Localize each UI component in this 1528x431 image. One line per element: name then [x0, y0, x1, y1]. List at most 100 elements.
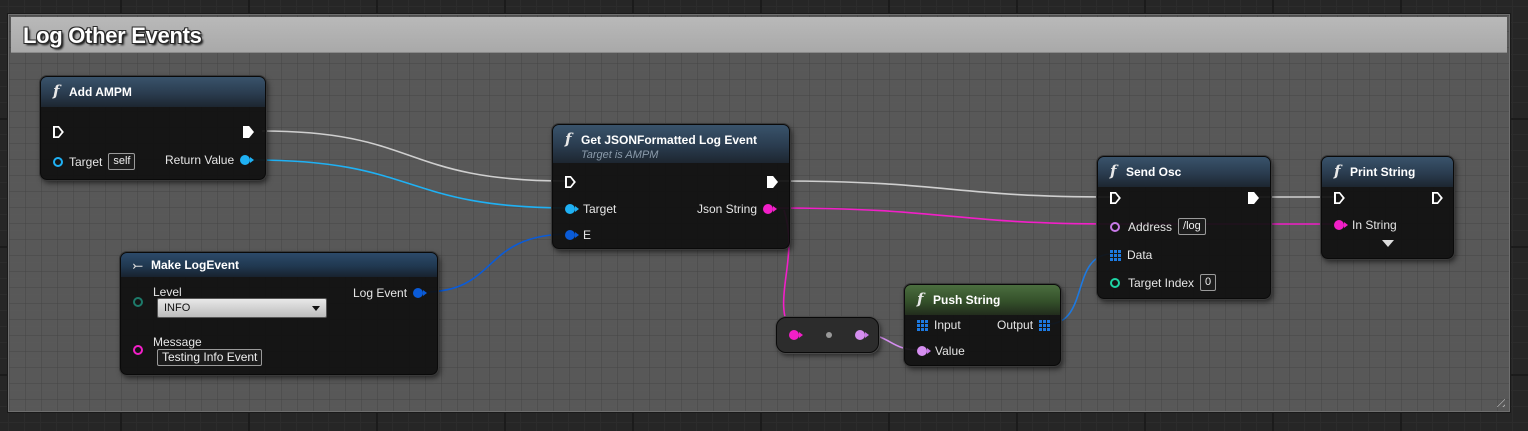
node-header-send-osc[interactable]: f Send Osc: [1098, 157, 1270, 187]
target-literal: self: [108, 153, 136, 170]
exec-in-icon: [1110, 192, 1121, 204]
integer-pin-icon: [1110, 277, 1120, 288]
node-make-log-event[interactable]: ⤚ Make LogEvent Level INFO Log Event Mess…: [120, 252, 438, 375]
make-struct-icon: ⤚: [133, 258, 143, 272]
node-header-push-string[interactable]: f Push String: [905, 285, 1060, 315]
e-pin[interactable]: E: [565, 228, 591, 242]
comment-header[interactable]: Log Other Events: [11, 17, 1507, 53]
input-pin[interactable]: Input: [917, 318, 961, 332]
level-pin[interactable]: [133, 297, 143, 307]
message-label: Message: [153, 335, 202, 349]
pin-label: Input: [934, 318, 961, 332]
node-get-json-log-event[interactable]: f Get JSONFormatted Log Event Target is A…: [552, 124, 790, 249]
target-pin[interactable]: Target self: [53, 153, 136, 170]
struct-pin-icon: [413, 288, 428, 298]
node-header-get-json[interactable]: f Get JSONFormatted Log Event Target is A…: [553, 125, 789, 163]
object-pin-icon: [53, 156, 63, 167]
level-dropdown[interactable]: INFO: [157, 298, 327, 318]
pin-label: Data: [1127, 248, 1153, 262]
string-pin-icon: [763, 204, 778, 214]
pin-label: Output: [997, 318, 1034, 332]
pin-label: Return Value: [165, 153, 235, 167]
exec-wire-ampm-to-json: [261, 130, 568, 182]
exec-out-icon: [1432, 192, 1443, 204]
string-pin-icon: [1334, 220, 1348, 230]
struct-wire-logevent-to-e: [423, 233, 571, 293]
exec-out-pin[interactable]: [767, 176, 778, 188]
node-send-osc[interactable]: f Send Osc Address /log Data Target Index…: [1097, 156, 1271, 299]
object-pin-icon: [565, 204, 579, 214]
comment-title: Log Other Events: [23, 23, 202, 48]
message-pin[interactable]: [133, 345, 143, 355]
target-pin[interactable]: Target: [565, 202, 616, 216]
exec-in-pin[interactable]: [1334, 192, 1345, 204]
array-icon: [1039, 319, 1051, 331]
pin-label: Target: [69, 154, 103, 169]
pin-label: Log Event: [353, 286, 408, 300]
reroute-node[interactable]: [776, 317, 879, 353]
string-pin-icon: [1110, 221, 1120, 232]
exec-in-pin[interactable]: [565, 176, 576, 188]
exec-in-icon: [565, 176, 576, 188]
string-wire-json-to-address: [773, 207, 1115, 225]
string-pin-icon: [917, 346, 931, 356]
enum-pin-icon: [133, 297, 143, 307]
node-title: Make LogEvent: [151, 258, 240, 272]
exec-out-icon: [243, 126, 254, 138]
string-pin-icon[interactable]: [855, 330, 869, 340]
function-icon: f: [917, 290, 924, 308]
function-icon: f: [1110, 162, 1117, 180]
array-icon: [917, 319, 928, 331]
output-pin[interactable]: Output: [997, 318, 1051, 332]
data-pin[interactable]: Data: [1110, 248, 1152, 262]
address-pin[interactable]: Address /log: [1110, 218, 1206, 235]
exec-wire-json-to-osc: [776, 180, 1113, 198]
json-string-pin[interactable]: Json String: [697, 202, 778, 216]
node-header-make-log-event[interactable]: ⤚ Make LogEvent: [121, 253, 437, 277]
pin-label: Json String: [697, 202, 758, 216]
string-pin-icon[interactable]: [789, 330, 803, 340]
node-push-string[interactable]: f Push String Input Output Value: [904, 284, 1061, 366]
exec-in-pin[interactable]: [53, 126, 64, 138]
node-title: Print String: [1350, 165, 1416, 179]
exec-out-pin[interactable]: [243, 126, 254, 138]
node-subtitle: Target is AMPM: [581, 149, 659, 161]
object-pin-icon: [240, 155, 255, 165]
node-title: Get JSONFormatted Log Event: [581, 133, 758, 147]
target-index-pin[interactable]: Target Index 0: [1110, 274, 1217, 291]
level-value: INFO: [164, 302, 191, 314]
exec-out-pin[interactable]: [1432, 192, 1443, 204]
exec-out-icon: [767, 176, 778, 188]
struct-pin-icon: [565, 230, 579, 240]
in-string-pin[interactable]: In String: [1334, 218, 1397, 232]
value-pin[interactable]: Value: [917, 344, 965, 358]
advanced-expand-icon[interactable]: [1382, 240, 1394, 247]
chevron-down-icon: [312, 306, 320, 311]
reroute-knot-icon: [826, 332, 832, 338]
pin-label: E: [583, 228, 592, 242]
function-icon: f: [565, 130, 572, 148]
node-title: Send Osc: [1126, 165, 1182, 179]
level-label: Level: [153, 285, 182, 299]
target-index-literal: 0: [1200, 274, 1217, 291]
message-value: Testing Info Event: [157, 349, 263, 366]
exec-in-icon: [53, 126, 64, 138]
pin-label: Target Index: [1128, 275, 1195, 290]
exec-out-pin[interactable]: [1248, 192, 1259, 204]
address-literal: /log: [1178, 218, 1206, 235]
message-input[interactable]: Testing Info Event: [153, 349, 263, 366]
exec-out-icon: [1248, 192, 1259, 204]
return-value-pin[interactable]: Return Value: [165, 153, 255, 167]
node-title: Push String: [933, 293, 1001, 307]
pin-label: Address: [1128, 219, 1173, 234]
exec-in-pin[interactable]: [1110, 192, 1121, 204]
array-icon: [1110, 249, 1121, 261]
object-wire-return-to-target: [251, 159, 571, 209]
pin-label: Value: [935, 344, 965, 358]
log-event-pin[interactable]: Log Event: [353, 286, 428, 300]
pin-label: In String: [1352, 218, 1397, 232]
